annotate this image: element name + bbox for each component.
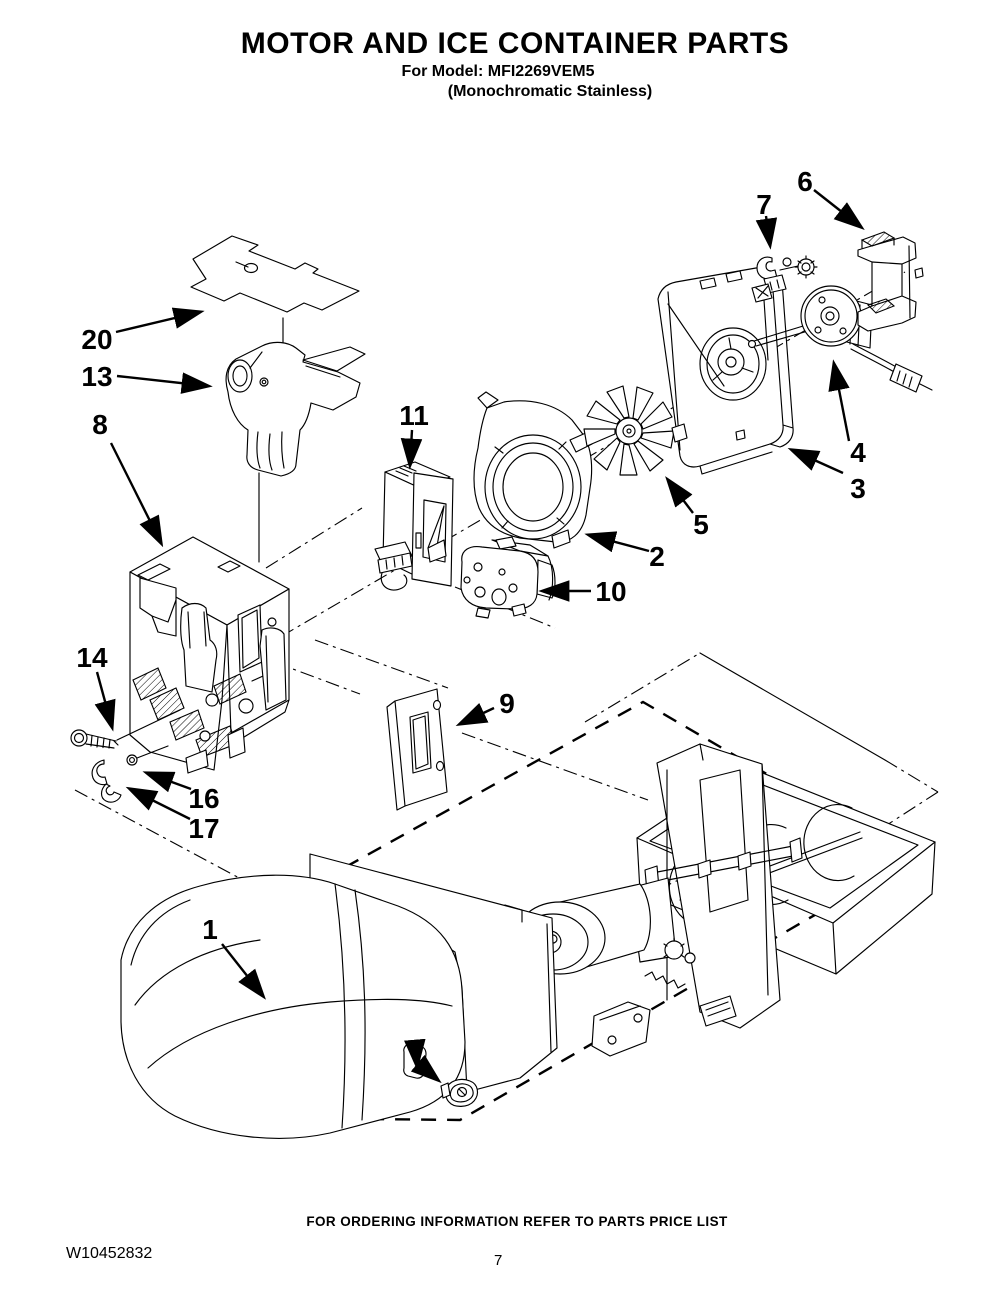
callout-7: 7 (755, 189, 778, 250)
part-6-motor-bracket (857, 231, 924, 332)
callout-4: 4 (828, 359, 866, 468)
part-10-auger-motor (460, 536, 556, 619)
callout-label-4: 4 (850, 437, 866, 468)
part-2-fan-shroud-ring (473, 391, 593, 549)
callout-9: 9 (455, 688, 515, 727)
callout-label-3: 3 (850, 473, 866, 504)
callout-16: 16 (142, 771, 220, 814)
callout-20: 20 (81, 307, 205, 355)
callout-3: 3 (787, 448, 866, 504)
part-1-front-cover (120, 853, 558, 1139)
callout-5: 5 (665, 476, 709, 540)
callout-1: 1 (202, 914, 266, 1000)
part-11-dispenser-solenoid (374, 461, 454, 591)
callouts: 20 13 8 14 16 17 (76, 166, 866, 1000)
part-7-wire-clamp (751, 255, 818, 303)
callout-14: 14 (76, 642, 116, 732)
part-20-insulation-plate (190, 235, 360, 313)
callout-label-6: 6 (797, 166, 813, 197)
part-9-mounting-plate (386, 688, 448, 811)
part-16-nut (126, 754, 138, 766)
part-17-clip (91, 759, 122, 803)
callout-label-5: 5 (693, 509, 709, 540)
document-number: W10452832 (66, 1245, 153, 1262)
ordering-note: FOR ORDERING INFORMATION REFER TO PARTS … (306, 1214, 728, 1229)
part-8-ice-container (116, 536, 290, 774)
callout-label-16: 16 (188, 783, 219, 814)
callout-8: 8 (92, 409, 164, 548)
page-number: 7 (494, 1252, 503, 1269)
callout-label-14: 14 (76, 642, 108, 673)
callout-label-2: 2 (649, 541, 665, 572)
model-line: For Model: MFI2269VEM5 (401, 63, 595, 80)
callout-label-20: 20 (81, 324, 112, 355)
callout-label-11: 11 (399, 400, 429, 431)
callout-11: 11 (399, 400, 429, 470)
callout-2: 2 (584, 531, 665, 572)
part-5-fan-blade (583, 385, 675, 476)
part-3-fan-shroud-panel (657, 267, 794, 475)
part-14-screw (70, 729, 119, 749)
callout-label-13: 13 (81, 361, 112, 392)
callout-label-17: 17 (188, 813, 219, 844)
callout-13: 13 (81, 361, 213, 394)
part-13-ice-chute (225, 341, 366, 477)
callout-label-7: 7 (756, 189, 772, 220)
callout-6: 6 (797, 166, 865, 230)
callout-label-9: 9 (499, 688, 515, 719)
page-title: MOTOR AND ICE CONTAINER PARTS (240, 27, 790, 60)
callout-label-8: 8 (92, 409, 108, 440)
callout-10: 10 (538, 576, 627, 607)
finish-line: (Monochromatic Stainless) (447, 83, 653, 100)
callout-17: 17 (125, 786, 220, 844)
callout-label-10: 10 (595, 576, 626, 607)
callout-label-1: 1 (202, 914, 218, 945)
part-1-ice-bucket-assembly (514, 743, 936, 1057)
